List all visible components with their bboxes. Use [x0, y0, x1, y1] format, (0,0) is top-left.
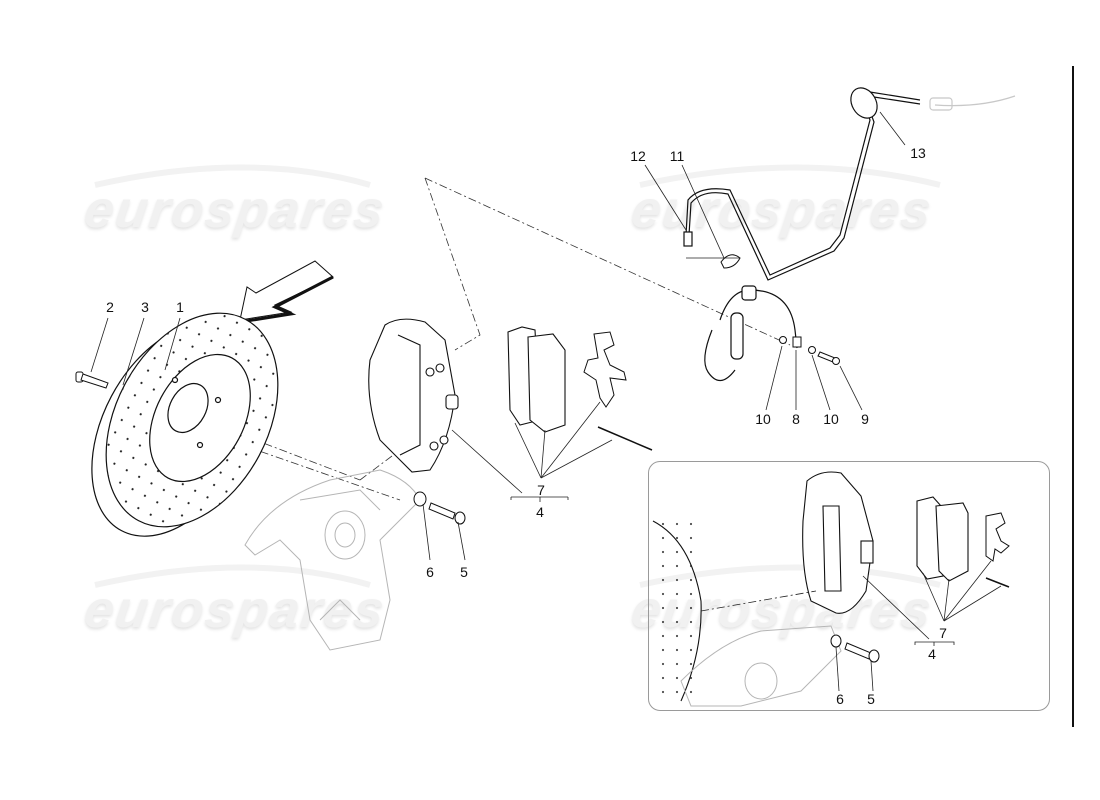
bolt-2 [75, 371, 109, 389]
inset-caliper [802, 471, 874, 614]
brake-pads [507, 326, 566, 433]
direction-arrow-icon [239, 260, 334, 324]
callout-1: 1 [176, 299, 184, 315]
leader-lines [90, 317, 613, 561]
callout-7: 7 [537, 482, 545, 498]
callout-10: 10 [823, 411, 839, 427]
inset-callout-6: 6 [836, 691, 844, 707]
callout-6: 6 [426, 564, 434, 580]
callout-11: 11 [669, 148, 685, 164]
washer-10b [808, 346, 816, 354]
callout-4: 4 [536, 504, 544, 520]
brake-hose-assembly [683, 87, 921, 382]
pad-retaining-pin [597, 426, 653, 451]
washer-10a [779, 336, 787, 344]
inset-spring-clip [985, 512, 1010, 562]
inset-pads [916, 496, 969, 582]
callout-8: 8 [792, 411, 800, 427]
brake-caliper [368, 318, 459, 473]
callout-2: 2 [106, 299, 114, 315]
suspension-knuckle [244, 469, 421, 651]
brake-disc-1 [91, 312, 279, 537]
callout-10: 10 [755, 411, 771, 427]
callout-3: 3 [141, 299, 149, 315]
inset-callout-4: 4 [928, 646, 936, 662]
inset-callout-7: 7 [939, 625, 947, 641]
callout-13: 13 [910, 145, 926, 161]
bolt-5 [428, 502, 466, 525]
inset-detail-view [648, 461, 1050, 711]
inset-washer-6 [830, 634, 842, 648]
inset-drawing [652, 471, 1010, 707]
banjo-bolt-9 [817, 351, 840, 365]
page-border-line [1072, 66, 1074, 727]
washer-6 [413, 491, 427, 507]
callout-9: 9 [861, 411, 869, 427]
callout-5: 5 [460, 564, 468, 580]
pad-spring-clip [583, 331, 627, 408]
banjo-8 [792, 336, 802, 348]
callout-12: 12 [630, 148, 646, 164]
inset-callout-5: 5 [867, 691, 875, 707]
